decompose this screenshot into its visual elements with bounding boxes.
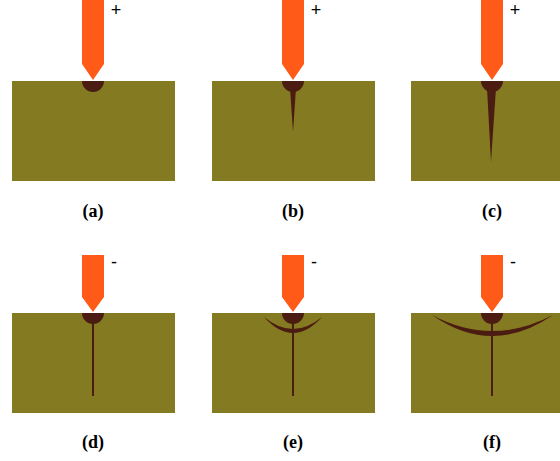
needle-electrode [82,255,104,312]
panel-label: (a) [83,201,104,222]
dielectric-block [212,313,375,413]
electrodes [82,0,503,312]
streamer [92,320,94,396]
dielectric-block [411,81,560,181]
panel-label: (e) [283,432,303,453]
dielectric-block [212,81,375,181]
needle-electrode [82,0,104,80]
polarity-sign: + [111,0,122,21]
needle-electrode [481,0,503,80]
dielectric-block [411,313,560,413]
polarity-sign: + [510,0,521,21]
discharge-spot [82,81,104,92]
needle-electrode [282,255,304,312]
panel-label: (c) [482,201,502,222]
streamer [290,88,296,132]
polarity-sign: - [510,252,516,273]
surface-discharge [432,315,553,336]
dielectric-block [12,313,175,413]
streamer [487,88,496,162]
polarity-sign: - [111,252,117,273]
polarity-sign: + [311,0,322,21]
polarity-sign: - [311,252,317,273]
panel-label: (d) [82,432,104,453]
surface-discharge [264,317,322,333]
needle-electrode [282,0,304,80]
discharge-channels [82,81,553,396]
panel-label: (f) [483,432,501,453]
dielectric-blocks [12,81,560,413]
needle-electrode [481,255,503,312]
dielectric-block [12,81,175,181]
panel-label: (b) [282,201,304,222]
